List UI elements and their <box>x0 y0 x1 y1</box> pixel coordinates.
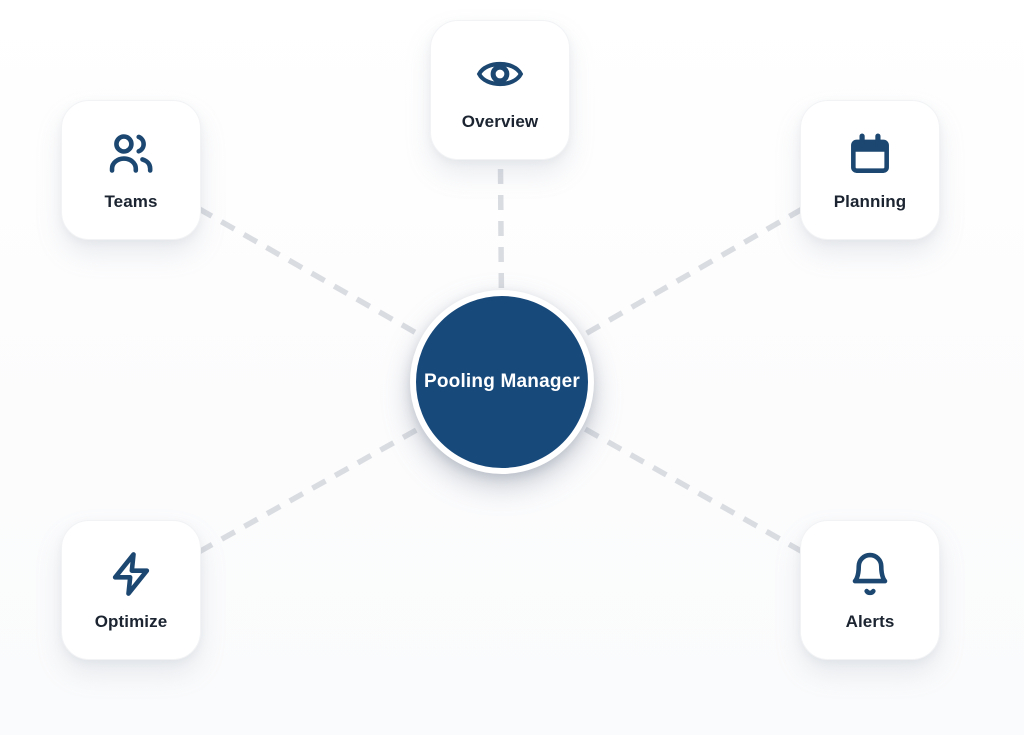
node-label-alerts: Alerts <box>845 612 895 631</box>
connector-planning-hub <box>500 167 872 385</box>
node-card-planning[interactable]: Planning <box>800 100 940 240</box>
node-card-teams[interactable]: Teams <box>61 100 201 240</box>
hub-label: Pooling Manager <box>423 371 581 392</box>
node-label-optimize: Optimize <box>94 612 168 631</box>
bell-icon <box>844 548 896 600</box>
connector-optimize-hub <box>129 379 504 593</box>
eye-icon <box>474 48 526 100</box>
connector-teams-hub <box>129 167 504 385</box>
lightning-icon <box>105 548 157 600</box>
calendar-icon <box>844 128 896 180</box>
node-label-teams: Teams <box>104 192 158 211</box>
hub-node-pooling-manager[interactable]: Pooling Manager <box>410 290 594 474</box>
node-card-overview[interactable]: Overview <box>430 20 570 160</box>
users-icon <box>105 128 157 180</box>
node-label-overview: Overview <box>461 112 539 131</box>
node-label-planning: Planning <box>833 192 907 211</box>
node-card-optimize[interactable]: Optimize <box>61 520 201 660</box>
node-card-alerts[interactable]: Alerts <box>800 520 940 660</box>
